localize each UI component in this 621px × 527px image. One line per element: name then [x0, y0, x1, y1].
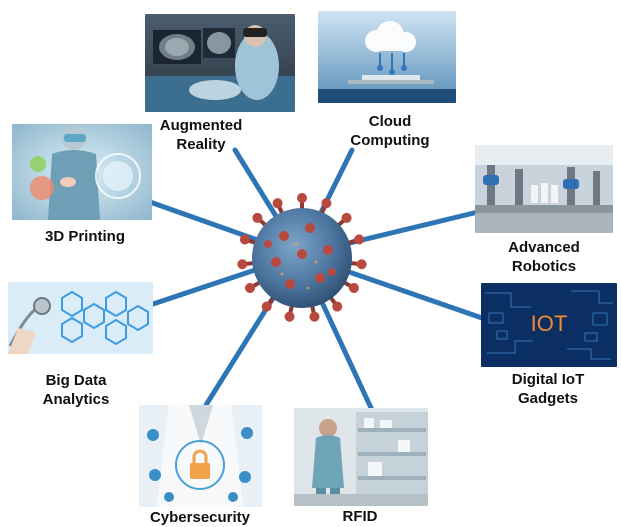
node-label-rfid: RFID [342, 508, 378, 525]
node-label-3d-printing: 3D Printing [44, 228, 125, 245]
node-label-digital-iot-gadgets: Digital IoT Gadgets [511, 371, 585, 407]
iot-image-text: IOT [531, 311, 568, 336]
stethoscope-hexagons-image [8, 282, 153, 354]
node-label-cybersecurity: Cybersecurity [149, 509, 251, 526]
node-label-advanced-robotics: Advanced Robotics [508, 239, 580, 275]
node-label-cloud-computing: Cloud Computing [350, 113, 430, 149]
node-label-big-data-analytics: Big Data Analytics [42, 372, 110, 408]
surgeon-hologram-image [12, 124, 152, 220]
cloud-laptop-image [318, 11, 456, 103]
node-label-augmented-reality: Augmented Reality [159, 117, 243, 153]
doctor-padlock-icons-image [139, 405, 262, 507]
surgeon-vr-headset-image [145, 14, 295, 112]
iot-circuit-image: IOT [481, 283, 617, 367]
robot-arms-factory-image [475, 145, 613, 233]
coronavirus-icon [237, 193, 367, 322]
nurse-supply-room-image [294, 408, 428, 506]
